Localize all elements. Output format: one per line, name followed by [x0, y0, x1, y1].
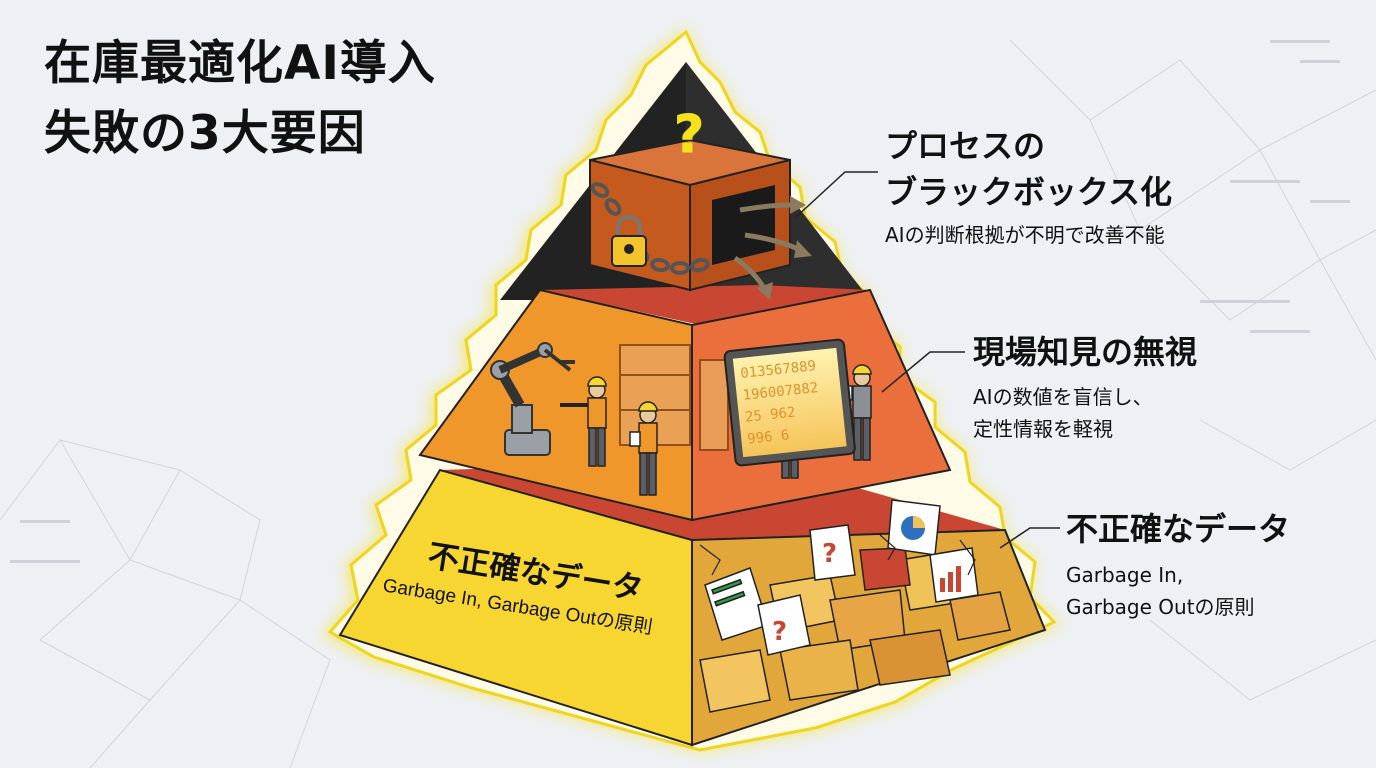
locked-black-box-icon: ?: [589, 105, 812, 300]
base-callout-heading: 不正確なデータ: [1066, 510, 1291, 548]
screen-number-1: 013567889: [740, 358, 817, 382]
page-title-line2: 失敗の3大要因: [44, 106, 366, 161]
page-title-line1: 在庫最適化AI導入: [44, 36, 436, 91]
screen-number-4: 996 6: [747, 427, 791, 447]
top-callout-description: AIの判断根拠が不明で改善不能: [885, 223, 1165, 247]
screen-number-3: 25 962: [744, 405, 796, 426]
base-callout-description-line2: Garbage Outの原則: [1066, 595, 1255, 619]
question-mark-icon: ?: [674, 105, 704, 165]
base-callout-description-line1: Garbage In,: [1066, 563, 1184, 587]
middle-callout-description-line1: AIの数値を盲信し、: [973, 385, 1153, 409]
screen-number-2: 196007882: [742, 380, 819, 404]
svg-text:?: ?: [772, 617, 787, 647]
top-callout-heading-line1: プロセスの: [885, 127, 1046, 165]
middle-callout-description-line2: 定性情報を軽視: [973, 417, 1113, 441]
top-callout-heading-line2: ブラックボックス化: [885, 173, 1173, 211]
broken-documents-icon: ? ?: [704, 499, 979, 656]
data-screen: 013567889 196007882 25 962 996 6: [723, 338, 856, 467]
leader-lines: [794, 171, 1060, 549]
middle-callout-heading: 現場知見の無視: [973, 333, 1198, 371]
robot-arm-icon: [490, 342, 575, 456]
middle-layer: 013567889 196007882 25 962 996 6: [418, 285, 952, 522]
svg-text:?: ?: [822, 539, 837, 569]
